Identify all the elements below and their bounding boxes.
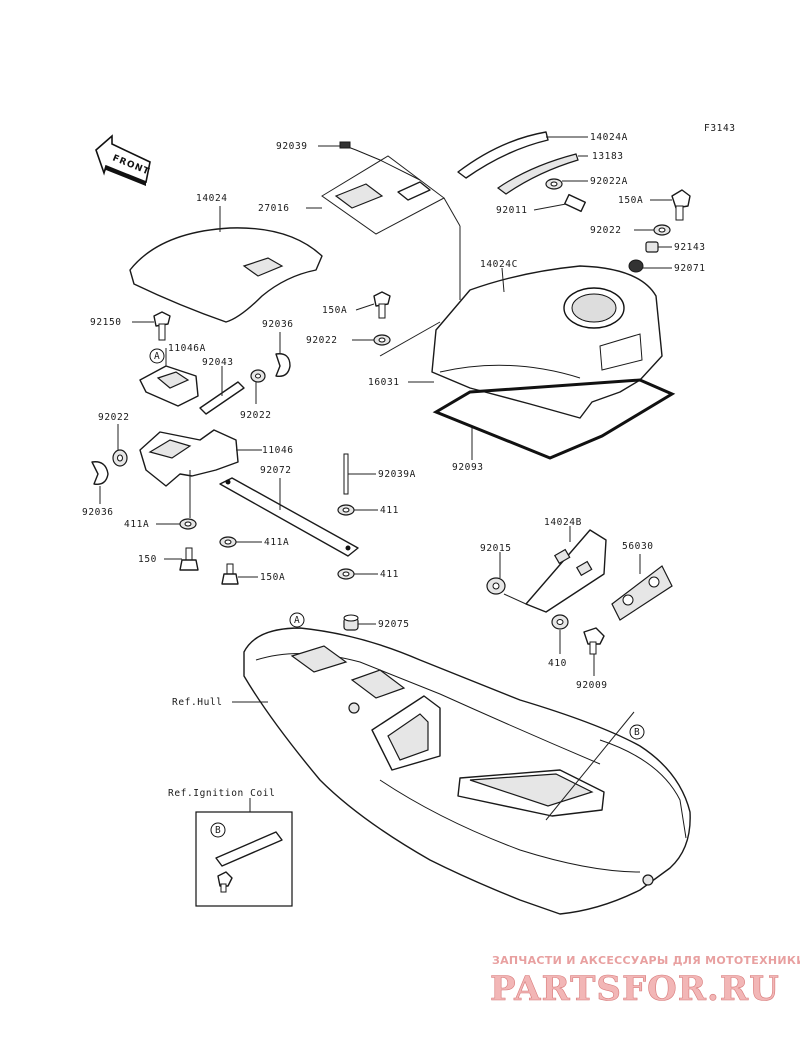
pin-92039A [343,453,376,495]
part-label-92009: 92009 [576,680,608,691]
part-label-56030: 56030 [622,541,654,552]
part-label-411-top: 411 [380,505,399,516]
ignition-coil-inset: B [195,798,293,907]
part-label-92036-left: 92036 [82,507,114,518]
part-label-92011: 92011 [496,205,528,216]
part-label-150A-low: 150A [260,572,285,583]
part-label-411-low: 411 [380,569,399,580]
part-label-92093: 92093 [452,462,484,473]
part-label-411A-mid: 411A [264,537,289,548]
part-label-92022-small: 92022 [240,410,272,421]
decal-56030 [611,554,673,621]
bolt-92011 [533,193,586,213]
seat-cover-14024 [129,206,323,323]
nut-411-top [337,504,378,516]
callout-b-hull: B [545,711,645,821]
washer-92022-top [634,224,671,236]
callout-b-hull-label: B [634,727,640,738]
part-label-150A-top: 150A [618,195,643,206]
part-label-411A-left: 411A [124,519,149,530]
clip-92036-top [275,332,291,377]
part-label-92072: 92072 [260,465,292,476]
part-label-92043: 92043 [202,357,234,368]
part-label-92071: 92071 [674,263,706,274]
washer-92022-mid [352,321,441,357]
callout-b-inset-label: B [215,825,221,836]
bolt-150 [164,547,199,571]
strap-92072 [219,477,359,557]
plate-14024B [525,526,607,613]
washer-92022-left [112,424,128,467]
part-label-92150: 92150 [90,317,122,328]
pin-92043 [199,366,245,415]
watermark-logo: PARTSFOR.RU [490,969,780,1009]
cap-92075 [343,614,376,631]
bracket-11046A [139,348,199,407]
nut-411A-mid [219,536,262,548]
nut-411-low [337,568,378,580]
cable-92039 [318,141,421,181]
bolt-150A-top [650,189,691,221]
part-label-92039A: 92039A [378,469,416,480]
part-label-92015: 92015 [480,543,512,554]
screw-92009 [583,627,605,676]
bolt-150A-mid [355,291,391,319]
bracket-group-27016 [306,155,445,235]
ref-ignition-coil-label: Ref.Ignition Coil [168,788,275,799]
washer-92022-small [250,369,266,404]
part-label-13183: 13183 [592,151,624,162]
diagram-code: F3143 [704,123,736,134]
storage-housing-14024C [431,197,663,419]
callout-a-lower-label: A [294,615,300,626]
bolt-150A-low [221,563,258,585]
part-label-92039: 92039 [276,141,308,152]
part-label-92143: 92143 [674,242,706,253]
part-label-16031: 16031 [368,377,400,388]
part-label-150A-mid: 150A [322,305,347,316]
trim-strip-13183 [496,153,588,195]
grommet-92015 [486,552,527,605]
nut-411A-left [156,470,197,530]
washer-410 [551,614,569,654]
part-label-410: 410 [548,658,567,669]
gasket-92093 [432,378,676,460]
part-label-14024: 14024 [196,193,228,204]
part-label-92036-top: 92036 [262,319,294,330]
bolt-92150 [132,311,171,341]
bracket-11046 [139,429,262,487]
clip-92036-left [91,461,109,504]
hull-body [232,627,691,915]
part-label-92022-top: 92022 [590,225,622,236]
part-label-150: 150 [138,554,157,565]
part-label-14024B: 14024B [544,517,582,528]
front-arrow-icon: FRONT [95,134,151,186]
trim-strip-14024A [457,131,588,179]
part-label-92022-left: 92022 [98,412,130,423]
part-label-11046: 11046 [262,445,294,456]
part-label-27016: 27016 [258,203,290,214]
collar-92143 [645,241,672,253]
callout-a-upper: A [149,348,165,364]
part-label-92075: 92075 [378,619,410,630]
part-label-11046A: 11046A [168,343,206,354]
part-label-14024C: 14024C [480,259,518,270]
watermark-tagline: ЗАПЧАСТИ И АКСЕССУАРЫ ДЛЯ МОТОТЕХНИКИ [492,954,800,967]
grommet-92071 [628,259,672,273]
ref-hull-label: Ref.Hull [172,697,223,708]
part-label-14024A: 14024A [590,132,628,143]
part-label-92022-mid: 92022 [306,335,338,346]
washer-92022A [545,178,588,190]
part-label-92022A: 92022A [590,176,628,187]
callout-a-upper-label: A [154,351,160,362]
